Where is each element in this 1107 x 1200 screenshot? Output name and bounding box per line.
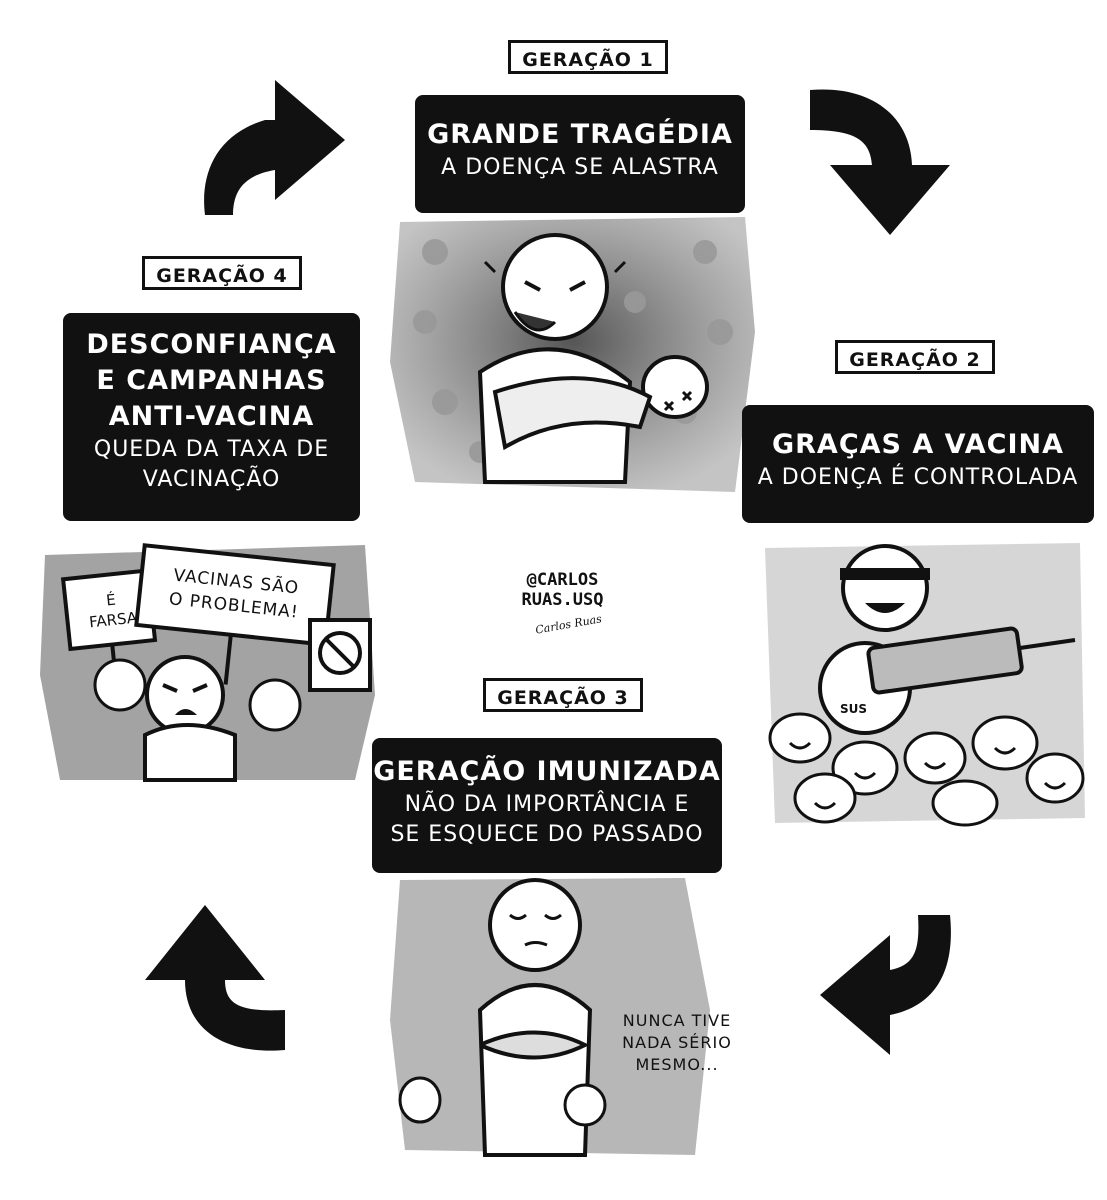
generation-3-subtitle-line-2: SE ESQUECE DO PASSADO xyxy=(390,822,704,847)
arrow-icon-bottom-right xyxy=(820,915,951,1055)
generation-4-subtitle-line-2: VACINAÇÃO xyxy=(142,467,281,492)
generation-2-subtitle: A DOENÇA É CONTROLADA xyxy=(757,465,1079,490)
sign-farsa-text: É FARSA xyxy=(70,586,154,634)
skull-icon xyxy=(413,239,733,463)
author-handle: @CARLOS RUAS.USQ xyxy=(505,570,620,610)
generation-1-scene xyxy=(390,217,755,492)
generation-3-scene xyxy=(390,878,710,1157)
author-handle-line-1: @CARLOS xyxy=(526,570,599,590)
arrow-icon-bottom-left xyxy=(145,905,285,1051)
generation-2-tag: GERAÇÃO 2 xyxy=(835,340,995,374)
arrow-icon-top-left xyxy=(204,80,345,215)
sign-no-syringe xyxy=(308,618,372,692)
generation-3-title-box: GERAÇÃO IMUNIZADA NÃO DA IMPORTÂNCIA E S… xyxy=(372,738,722,873)
syringe-icon xyxy=(866,626,1076,695)
generation-2-title-box: GRAÇAS A VACINA A DOENÇA É CONTROLADA xyxy=(742,405,1094,523)
generation-2-scene: SUS xyxy=(765,543,1085,827)
arrow-icon-top-right xyxy=(810,89,950,236)
generation-2-title: GRAÇAS A VACINA xyxy=(771,429,1064,460)
generation-4-title-line-2: E CAMPANHAS xyxy=(96,365,327,396)
generation-4-subtitle-line-1: QUEDA DA TAXA DE xyxy=(93,437,330,462)
generation-3-tag: GERAÇÃO 3 xyxy=(483,678,643,712)
generation-1-title: GRANDE TRAGÉDIA xyxy=(427,119,733,150)
generation-4-title-box: DESCONFIANÇA E CAMPANHAS ANTI-VACINA QUE… xyxy=(63,313,360,521)
speech-quote-line-3: MESMO... xyxy=(635,1055,719,1074)
syringe-label: SUS xyxy=(840,702,867,716)
generation-4-tag: GERAÇÃO 4 xyxy=(142,256,302,290)
generation-1-subtitle: A DOENÇA SE ALASTRA xyxy=(441,155,719,180)
generation-3-subtitle-line-1: NÃO DA IMPORTÂNCIA E xyxy=(404,792,690,817)
generation-1-title-box: GRANDE TRAGÉDIA A DOENÇA SE ALASTRA xyxy=(415,95,745,213)
author-handle-line-2: RUAS.USQ xyxy=(521,590,604,610)
generation-4-title-line-1: DESCONFIANÇA xyxy=(86,329,337,360)
speech-quote: NUNCA TIVE NADA SÉRIO MESMO... xyxy=(612,1010,742,1076)
generation-1-tag: GERAÇÃO 1 xyxy=(508,40,668,74)
speech-quote-line-2: NADA SÉRIO xyxy=(622,1033,732,1052)
generation-4-scene xyxy=(40,543,375,782)
generation-4-title-line-3: ANTI-VACINA xyxy=(108,401,315,432)
generation-3-title: GERAÇÃO IMUNIZADA xyxy=(373,756,721,787)
sign-vacinas xyxy=(134,543,336,685)
speech-quote-line-1: NUNCA TIVE xyxy=(622,1011,732,1030)
